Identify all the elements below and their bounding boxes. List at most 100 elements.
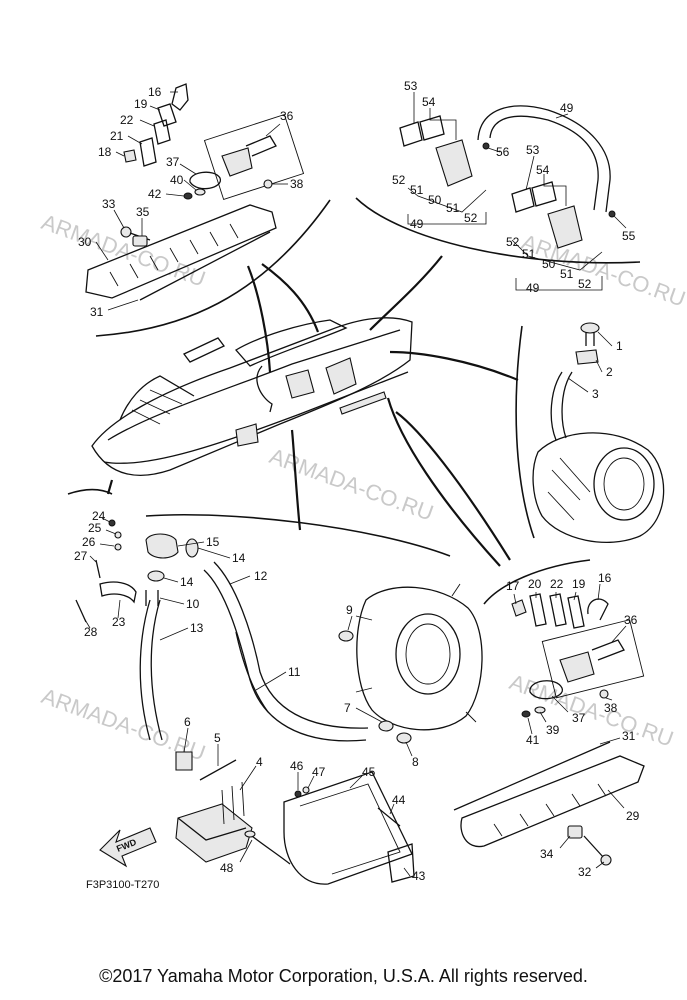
leader-33 bbox=[113, 209, 125, 229]
washer-47 bbox=[302, 786, 310, 794]
leader-34 bbox=[559, 835, 571, 849]
grab-handle-49 bbox=[477, 105, 611, 213]
leader-30 bbox=[95, 241, 109, 261]
top-left-group-bracket bbox=[95, 199, 331, 337]
callout-32: 32 bbox=[578, 865, 592, 879]
nut-17 bbox=[511, 599, 527, 617]
valve-body-36-upper bbox=[221, 147, 253, 177]
filter-fitting-6 bbox=[175, 751, 193, 771]
leader-54a bbox=[429, 108, 457, 140]
leader-18 bbox=[115, 151, 125, 157]
arrow-from-lower-right-a bbox=[395, 411, 511, 561]
hull-chine bbox=[103, 371, 409, 464]
callout-36-upper: 36 bbox=[280, 109, 294, 123]
leader-19b bbox=[573, 591, 577, 601]
leader-27 bbox=[89, 555, 97, 563]
side-rail-strip bbox=[339, 391, 387, 415]
leader-39 bbox=[539, 711, 547, 723]
callout-38-lower: 38 bbox=[604, 701, 618, 715]
leader-3 bbox=[567, 377, 589, 393]
leader-9 bbox=[347, 615, 353, 631]
drain-plug-1-stem bbox=[585, 332, 595, 346]
clamp-8 bbox=[396, 732, 412, 744]
callout-55: 55 bbox=[622, 229, 636, 243]
pin-44 bbox=[377, 807, 401, 827]
lower-center-assembly bbox=[244, 583, 483, 885]
hose-10 bbox=[145, 590, 159, 606]
callout-18: 18 bbox=[98, 145, 112, 159]
leader-15 bbox=[177, 541, 205, 547]
callout-22-lower: 22 bbox=[550, 577, 564, 591]
lower-grab-rail-29 bbox=[460, 755, 645, 848]
drain-fitting-2 bbox=[575, 349, 599, 365]
callout-13: 13 bbox=[190, 621, 204, 635]
callout-16-upper: 16 bbox=[148, 85, 162, 99]
callout-46: 46 bbox=[290, 759, 304, 773]
intake-plate-45-inner bbox=[299, 783, 401, 875]
callout-43: 43 bbox=[412, 869, 426, 883]
callout-14-lower: 14 bbox=[180, 575, 194, 589]
leader-29 bbox=[607, 789, 625, 809]
callout-39: 39 bbox=[546, 723, 560, 737]
leader-17 bbox=[513, 593, 517, 605]
callout-28: 28 bbox=[84, 625, 98, 639]
bolt-56 bbox=[482, 142, 490, 150]
leader-19 bbox=[149, 105, 161, 111]
leader-14b bbox=[163, 577, 179, 583]
hose-11 bbox=[235, 631, 269, 713]
callout-8: 8 bbox=[412, 755, 419, 769]
jet-pump-assembly bbox=[532, 322, 665, 543]
lower-grab-rail-slots bbox=[493, 783, 607, 837]
handle-plate-54-lower bbox=[531, 181, 557, 207]
valve-group-box-upper bbox=[203, 113, 305, 201]
leader-49 bbox=[555, 113, 569, 119]
valve-lever-36-upper bbox=[245, 135, 277, 157]
watermark-top-left: ARMADA-CO.RU bbox=[38, 209, 209, 291]
plate-22-lower bbox=[549, 593, 567, 627]
tie-48 bbox=[251, 835, 291, 865]
callout-54-upper: 54 bbox=[422, 95, 436, 109]
callout-49-c: 49 bbox=[526, 281, 540, 295]
callout-50-b: 50 bbox=[542, 257, 556, 271]
leader-40 bbox=[183, 179, 197, 191]
center-valve bbox=[285, 369, 315, 399]
leader-7 bbox=[355, 707, 383, 723]
leader-53b bbox=[525, 155, 535, 191]
callout-17: 17 bbox=[506, 579, 520, 593]
group-indicators bbox=[67, 197, 641, 605]
callout-49-a: 49 bbox=[410, 217, 424, 231]
valve-group-box-lower bbox=[541, 619, 645, 699]
callout-44: 44 bbox=[392, 793, 406, 807]
washer-25 bbox=[114, 531, 122, 539]
leader-8 bbox=[405, 741, 413, 757]
callout-51-b: 51 bbox=[446, 201, 460, 215]
bracket-43 bbox=[387, 843, 415, 883]
handle-clamp-upper bbox=[435, 139, 473, 187]
arrow-to-left-rail bbox=[246, 265, 272, 373]
leader-14a bbox=[197, 547, 231, 559]
filter-pin-5 bbox=[199, 759, 237, 781]
callout-40: 40 bbox=[170, 173, 184, 187]
arrow-to-right-grab bbox=[389, 350, 519, 382]
bolt-55 bbox=[608, 210, 616, 218]
leader-22 bbox=[139, 119, 155, 127]
leader-52-bracket-a bbox=[407, 187, 487, 213]
leader-55 bbox=[613, 215, 627, 229]
leader-41 bbox=[527, 717, 533, 735]
callout-5: 5 bbox=[214, 731, 221, 745]
bracket-plate-21 bbox=[139, 137, 157, 167]
leader-1 bbox=[597, 331, 613, 347]
handle-plate-54-upper bbox=[419, 115, 445, 141]
u-bolt-16-lower bbox=[587, 598, 609, 621]
leader-21 bbox=[127, 135, 143, 145]
lower-left-hose-assembly: FWD bbox=[75, 519, 369, 868]
washer-39 bbox=[534, 706, 546, 714]
callout-2: 2 bbox=[606, 365, 613, 379]
hull-outline bbox=[91, 317, 413, 476]
watermark-center: ARMADA-CO.RU bbox=[266, 443, 437, 525]
callout-27: 27 bbox=[74, 549, 88, 563]
hull-nose-lines bbox=[131, 389, 183, 425]
watercraft-hull bbox=[91, 317, 413, 476]
pump-housing-ribs bbox=[547, 457, 591, 521]
callout-37-lower: 37 bbox=[572, 711, 586, 725]
